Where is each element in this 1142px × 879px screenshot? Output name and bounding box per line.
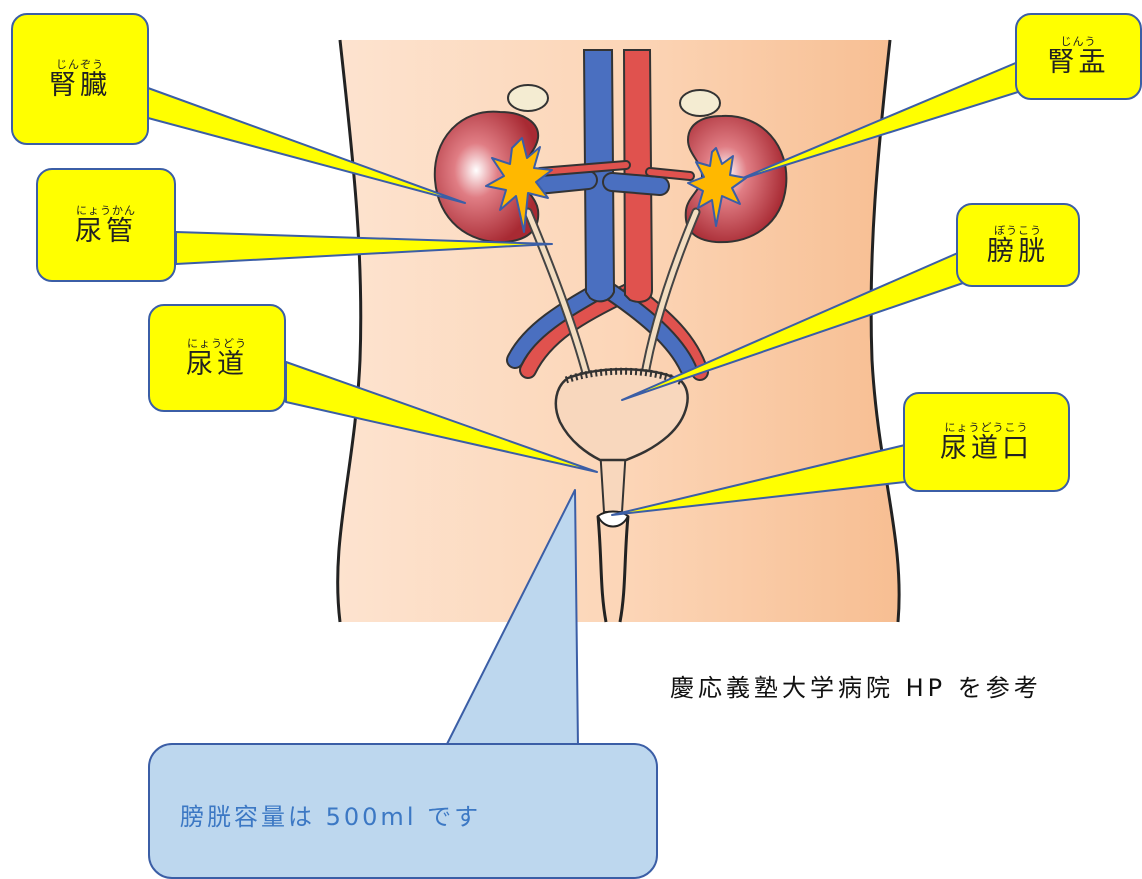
renal-pelvis-callout: じんう 腎盂 xyxy=(1015,13,1142,100)
renal-pelvis-label: 腎盂 xyxy=(1048,48,1110,78)
bladder-capacity-note: 膀胱容量は 500ml です xyxy=(148,743,658,879)
ureter-callout: にょうかん 尿管 xyxy=(36,168,176,282)
adrenal-gland-left xyxy=(508,85,548,111)
renal-vessel-right-vein-fill xyxy=(612,182,660,186)
bladder-ruby: ぼうこう xyxy=(994,224,1042,237)
kidney-callout: じんぞう 腎臓 xyxy=(11,13,149,145)
urethral-opening-ruby: にょうどうこう xyxy=(945,421,1029,434)
ureter-ruby: にょうかん xyxy=(76,204,136,217)
urethra-ruby: にょうどう xyxy=(187,337,247,350)
adrenal-gland-right xyxy=(680,90,720,116)
kidney-label: 腎臓 xyxy=(49,71,111,101)
urethral-opening-label: 尿道口 xyxy=(940,434,1033,464)
urethral-opening-callout: にょうどうこう 尿道口 xyxy=(903,392,1070,492)
urethra-callout: にょうどう 尿道 xyxy=(148,304,286,412)
bladder-capacity-text: 膀胱容量は 500ml です xyxy=(180,797,481,832)
bladder-callout: ぼうこう 膀胱 xyxy=(956,203,1080,287)
bladder-label: 膀胱 xyxy=(987,237,1049,267)
source-credit: 慶応義塾大学病院 HP を参考 xyxy=(670,668,1042,703)
renal-vessel-right-artery-fill xyxy=(650,172,690,176)
urethra-label: 尿道 xyxy=(186,350,248,380)
kidney-ruby: じんぞう xyxy=(56,58,104,71)
renal-vessel-left-vein-fill xyxy=(538,180,588,185)
ureter-label: 尿管 xyxy=(75,217,137,247)
